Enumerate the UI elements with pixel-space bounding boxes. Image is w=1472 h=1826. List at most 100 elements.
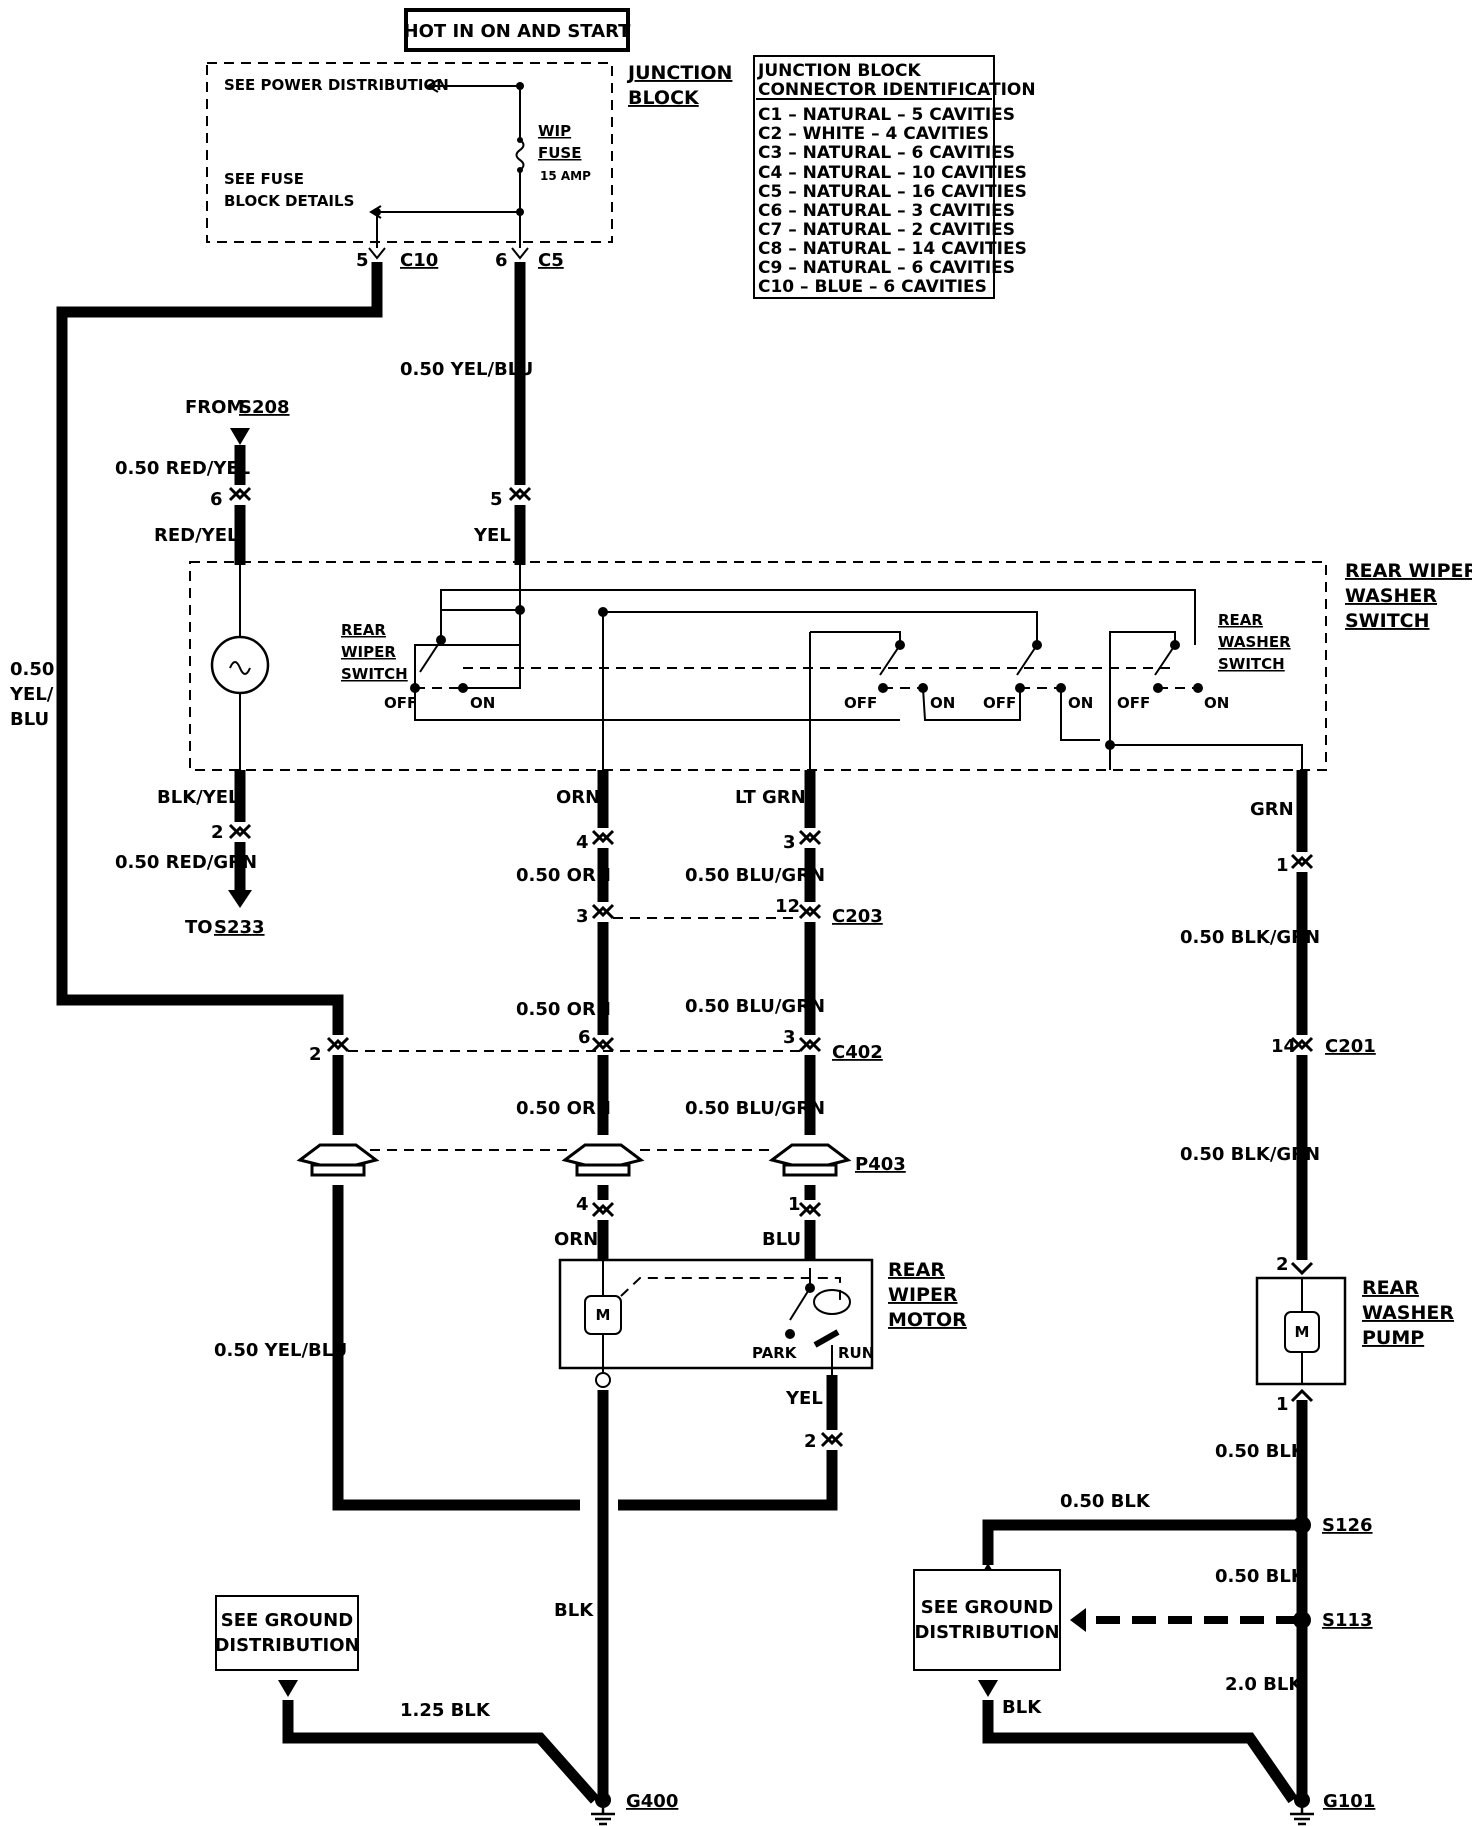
pin-label: 12 [775,896,800,917]
wire-label: GRN [1250,799,1294,820]
pin-label: 2 [804,1431,817,1452]
ground-distribution-left: SEE GROUND DISTRIBUTION [214,1595,360,1671]
table-row: C10 – BLUE – 6 CAVITIES [758,277,987,297]
wire-label: ORN [556,787,600,808]
table-row: C2 – WHITE – 4 CAVITIES [758,124,989,144]
pin-c5: 6 [495,250,508,271]
wire-label-left-2: YEL/ [9,684,54,705]
table-row: C9 – NATURAL – 6 CAVITIES [758,258,1015,278]
junction-block-title-1: JUNCTION [626,62,732,84]
rear-wiper-washer-switch: REAR WIPER/ WASHER SWITCH REAR WIPER SWI… [189,560,1472,771]
table-row: C1 – NATURAL – 5 CAVITIES [758,105,1015,125]
wire-label: 1.25 BLK [400,1700,491,1721]
wire-label: 0.50 BLK/GRN [1180,1144,1320,1165]
arrow-left-icon [369,205,382,219]
pin-label: 6 [578,1027,591,1048]
table-row: C5 – NATURAL – 16 CAVITIES [758,182,1027,202]
g400-label: G400 [626,1791,678,1812]
wire-label: 0.50 BLK [1215,1441,1306,1462]
switch-title-3: SWITCH [1345,610,1430,632]
conn-c5: C5 [538,250,564,271]
wiper-switch-label-3: SWITCH [341,665,408,683]
pin-label: 1 [1276,855,1289,876]
s233-label: S233 [214,917,265,938]
pump-title-3: PUMP [1362,1327,1424,1349]
pump-title-2: WASHER [1362,1302,1454,1324]
wire-label: 0.50 ORN [516,999,611,1020]
inline-connectors [228,486,1314,1448]
wire-label-left-3: BLU [10,709,49,730]
rear-washer-pump: M REAR WASHER PUMP [1255,1276,1454,1386]
c201-label: C201 [1325,1036,1376,1057]
wire-labels: 0.50 YEL/BLU FROM S208 0.50 RED/YEL 6 5 … [9,359,1376,1812]
fuse-label-3: 15 AMP [540,169,591,183]
arrow-down-icon [230,428,250,445]
pin-label: 5 [490,489,503,510]
off-label: OFF [384,694,417,712]
table-row: C3 – NATURAL – 6 CAVITIES [758,143,1015,163]
ground-left-line1: SEE GROUND [221,1610,353,1631]
fuse-label-1: WIP [538,122,571,140]
ground-right-line1: SEE GROUND [921,1597,1053,1618]
washer-switch-label-3: SWITCH [1218,655,1285,673]
see-fuse-label-1: SEE FUSE [224,170,304,188]
wire-label: RED/YEL [154,525,238,546]
table-row: C8 – NATURAL – 14 CAVITIES [758,239,1027,259]
table-title-1: JUNCTION BLOCK [757,61,921,81]
arrow-down-icon [978,1680,998,1697]
wire-label: 0.50 BLU/GRN [685,865,825,886]
wire-label: YEL [473,525,511,546]
wire-label: LT GRN [735,787,806,808]
pin-label: 1 [788,1194,801,1215]
wire-label: BLK [1002,1697,1042,1718]
run-label: RUN [838,1344,874,1362]
conn-c10: C10 [400,250,438,271]
p403-grommets [296,1143,852,1177]
switch-title-2: WASHER [1345,585,1437,607]
table-row: C4 – NATURAL – 10 CAVITIES [758,163,1027,183]
arrow-left-icon [426,79,439,93]
washer-switch-label-1: REAR [1218,611,1263,629]
arrow-left-icon [1070,1608,1086,1632]
table-row: C6 – NATURAL – 3 CAVITIES [758,201,1015,221]
splice-g101 [1294,1792,1310,1808]
splice-s126 [1293,1516,1311,1534]
c402-label: C402 [832,1042,883,1063]
ground-right-line2: DISTRIBUTION [914,1622,1059,1643]
wire-label: BLK [554,1600,594,1621]
connector-icon [368,247,386,260]
s208-label: S208 [239,397,290,418]
wire-label: BLK/YEL [157,787,240,808]
pin-label: 1 [1276,1394,1289,1415]
c203-label: C203 [832,906,883,927]
lamp-icon [210,635,270,695]
ground-left-line2: DISTRIBUTION [214,1635,359,1656]
p403-label: P403 [855,1154,906,1175]
on-label: ON [1068,694,1093,712]
pump-title-1: REAR [1362,1277,1419,1299]
see-fuse-label-2: BLOCK DETAILS [224,192,354,210]
s113-label: S113 [1322,1610,1373,1631]
s126-label: S126 [1322,1515,1373,1536]
wire-label: 0.50 YEL/BLU [214,1340,347,1361]
ground-icon [1290,1808,1314,1826]
washer-switch-label-2: WASHER [1218,633,1291,651]
pin-label: 2 [1276,1254,1289,1275]
off-label: OFF [844,694,877,712]
off-label: OFF [983,694,1016,712]
pin-label: 14 [1271,1036,1296,1057]
junction-block: JUNCTION BLOCK SEE POWER DISTRIBUTION SE… [206,62,732,271]
on-label: ON [470,694,495,712]
wire-label: 0.50 BLU/GRN [685,996,825,1017]
wire-label: BLU [762,1229,801,1250]
wire-label-left-1: 0.50 [10,659,54,680]
to-label: TO [185,917,213,938]
pin-label: 3 [783,1027,796,1048]
thick-wires [56,262,1308,1804]
junction-block-title-2: BLOCK [628,87,700,109]
wire-label: YEL [785,1388,823,1409]
wiper-switch-label-1: REAR [341,621,386,639]
motor-m: M [596,1306,611,1324]
table-title-2: CONNECTOR IDENTIFICATION [758,80,1036,100]
